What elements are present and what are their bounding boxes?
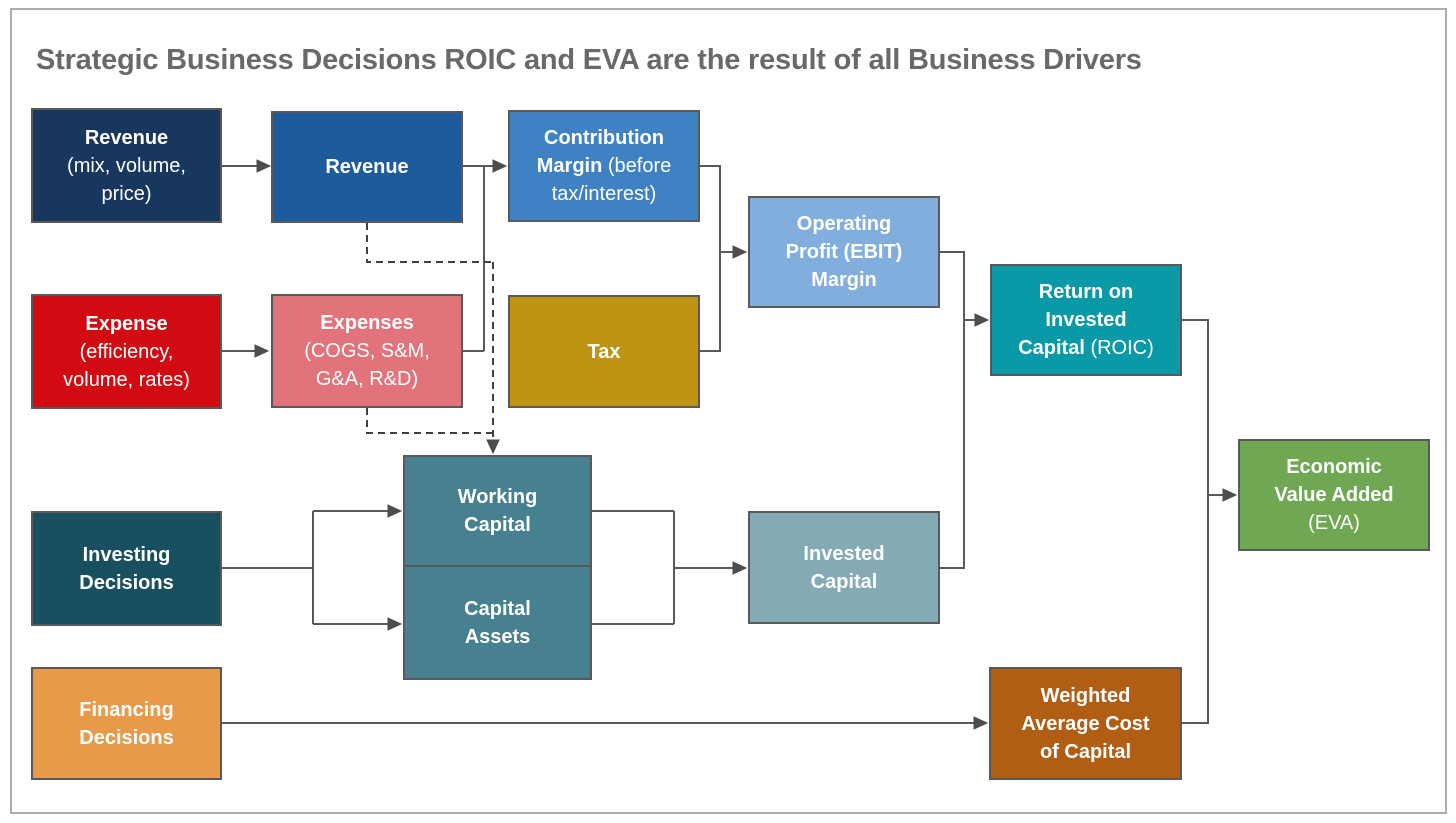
node-label-line: Revenue xyxy=(325,156,409,178)
edge-op-ic-bracket xyxy=(940,251,976,569)
node-label-line: Weighted xyxy=(1040,684,1131,707)
node-label-line: Invested xyxy=(803,542,885,565)
node-label-line: Decisions xyxy=(79,571,174,594)
node-label-line: Return on xyxy=(1038,281,1134,303)
node-expense-driver: Expense (efficiency, volume, rates) xyxy=(31,294,222,409)
arrowhead xyxy=(387,504,403,518)
node-label-line: Average Cost xyxy=(1021,712,1150,735)
node-label-line: Working xyxy=(457,486,538,508)
edge-expenses-junction xyxy=(463,166,485,352)
node-label-line: (mix, volume, xyxy=(67,154,186,177)
edge-roic-wacc-bracket xyxy=(1182,319,1224,724)
node-label-line: Profit (EBIT) xyxy=(785,241,903,263)
node-label-line: Financing xyxy=(79,698,174,721)
node-label-line: Assets xyxy=(464,625,531,648)
arrowhead xyxy=(492,159,508,173)
node-label-line: tax/interest) xyxy=(551,183,657,205)
node-label-line: Capital xyxy=(464,597,531,620)
edge-revenue-dashed xyxy=(366,223,493,263)
node-label-line: Revenue xyxy=(84,126,169,149)
node-label-line: Economic xyxy=(1286,456,1382,478)
arrowhead xyxy=(973,716,989,730)
node-label-line: Margin xyxy=(811,269,877,291)
edge-capital-bracket xyxy=(592,510,734,625)
arrowhead xyxy=(1222,488,1238,502)
node-label-line: Capital (ROIC) xyxy=(1018,337,1154,359)
node-label-line: Capital xyxy=(464,514,531,536)
node-label-line: Contribution xyxy=(544,127,664,149)
node-label-line: Expense xyxy=(85,312,168,335)
arrowhead xyxy=(732,561,748,575)
node-revenue-driver: Revenue (mix, volume, price) xyxy=(31,108,222,223)
node-expenses: Expenses (COGS, S&M, G&A, R&D) xyxy=(271,294,463,408)
node-revenue: Revenue xyxy=(271,111,463,223)
node-label-line: Expenses xyxy=(320,312,414,334)
node-label-line: Investing xyxy=(82,543,171,566)
arrowhead xyxy=(387,617,403,631)
node-label-line: (EVA) xyxy=(1308,512,1360,534)
node-label-line: G&A, R&D) xyxy=(315,368,419,390)
arrowhead xyxy=(974,313,990,327)
edge-cm-tax-bracket xyxy=(700,165,734,352)
node-label-line: volume, rates) xyxy=(63,368,190,391)
arrowhead xyxy=(732,245,748,259)
node-label-line: (COGS, S&M, xyxy=(304,340,430,362)
node-label-line: Invested xyxy=(1045,309,1127,331)
node-label-line: Value Added xyxy=(1274,484,1394,506)
node-label-line: Decisions xyxy=(79,726,174,749)
edge-expenses-dashed xyxy=(366,408,493,434)
node-label-line: Tax xyxy=(587,340,621,363)
node-label-line: Margin (before xyxy=(536,155,672,177)
node-label-line: of Capital xyxy=(1039,740,1132,763)
node-label-line: Capital xyxy=(810,570,878,593)
node-tax: Tax xyxy=(508,295,700,408)
arrowhead xyxy=(254,344,270,358)
arrowhead xyxy=(486,439,500,455)
node-label-line: (efficiency, xyxy=(79,340,174,363)
node-label-line: price) xyxy=(101,182,152,205)
page-title: Strategic Business Decisions ROIC and EV… xyxy=(36,44,1142,76)
node-label-line: Operating xyxy=(796,213,892,235)
arrowhead xyxy=(256,159,272,173)
edge-investing-bracket xyxy=(222,510,389,625)
